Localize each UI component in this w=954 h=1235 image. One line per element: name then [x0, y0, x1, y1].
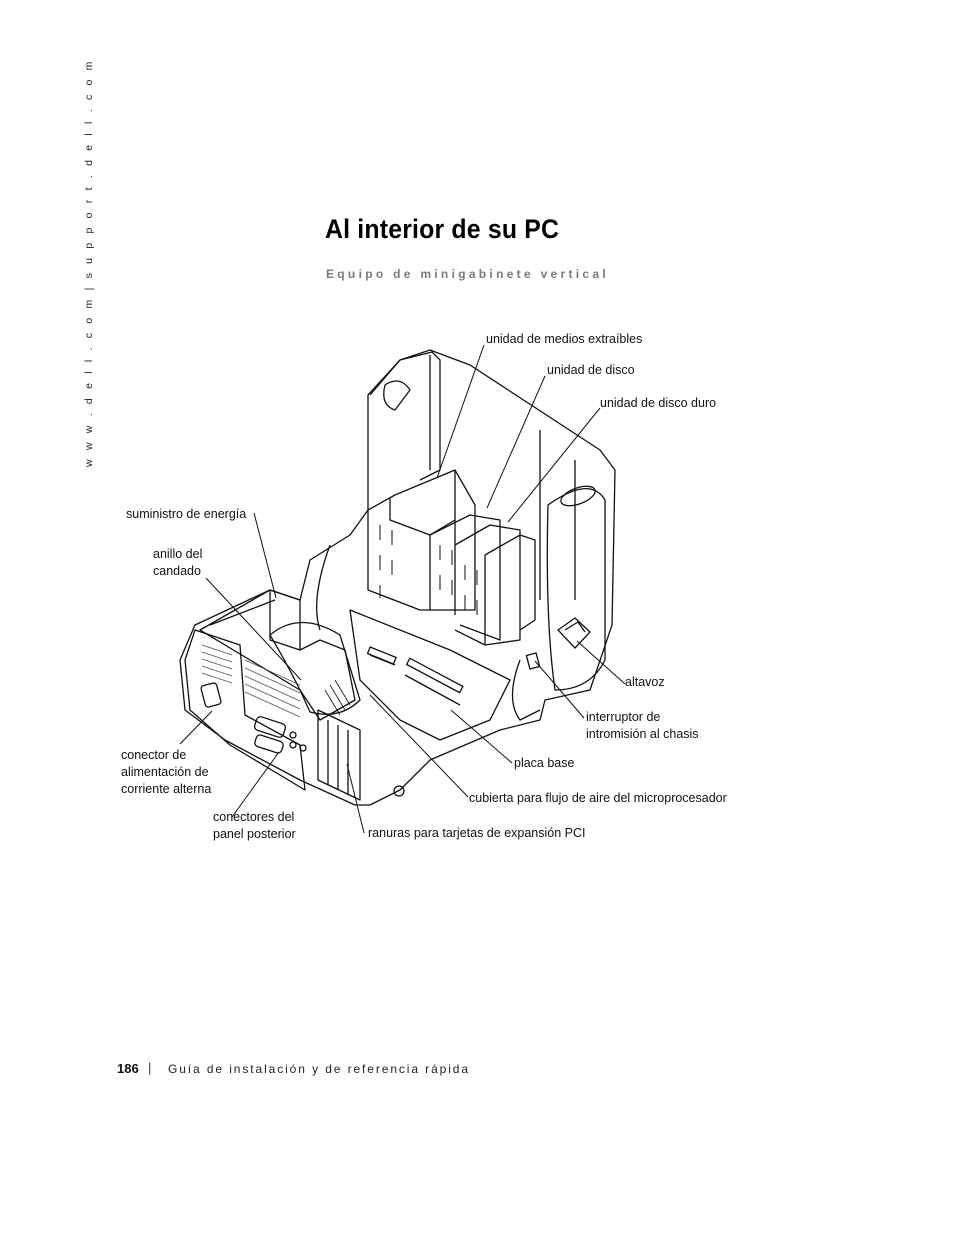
- side-cover: [546, 487, 606, 691]
- leader-system-board: [450, 709, 513, 764]
- label-speaker: altavoz: [625, 675, 665, 689]
- label-ac-connector-line2: alimentación de: [121, 765, 209, 779]
- label-disk-drive: unidad de disco: [547, 363, 635, 377]
- label-pci-slots: ranuras para tarjetas de expansión PCI: [368, 826, 586, 840]
- leader-disk-drive: [486, 375, 546, 509]
- label-padlock-ring-line2: candado: [153, 564, 201, 578]
- leader-hard-drive: [507, 407, 601, 523]
- leader-padlock-ring: [205, 577, 302, 681]
- page-subtitle: Equipo de minigabinete vertical: [326, 267, 610, 281]
- back-panel: [184, 629, 306, 791]
- leader-pci-slots: [346, 763, 365, 834]
- label-intrusion-switch-line1: interruptor de: [586, 710, 661, 724]
- leader-speaker: [576, 640, 626, 685]
- speaker: [557, 617, 591, 649]
- label-back-panel-line2: panel posterior: [213, 827, 296, 841]
- label-power-supply: suministro de energía: [126, 507, 247, 521]
- leader-back-panel: [231, 751, 280, 818]
- label-back-panel-line1: conectores del: [213, 810, 295, 824]
- label-system-board: placa base: [514, 756, 575, 770]
- label-ac-connector-line3: corriente alterna: [121, 782, 212, 796]
- pci-slots: [317, 709, 361, 801]
- footer-separator: |: [148, 1060, 152, 1075]
- system-board: [349, 609, 511, 741]
- label-padlock-ring-line1: anillo del: [153, 547, 203, 561]
- label-intrusion-switch-line2: intromisión al chasis: [586, 727, 699, 741]
- leader-airflow-shroud: [369, 694, 469, 798]
- chassis-shell: [179, 349, 616, 806]
- label-removable-media: unidad de medios extraíbles: [486, 332, 643, 346]
- label-ac-connector-line1: conector de: [121, 748, 187, 762]
- leader-removable-media: [436, 344, 485, 479]
- label-airflow-shroud: cubierta para flujo de aire del micropro…: [469, 791, 727, 805]
- guide-title: Guía de instalación y de referencia rápi…: [168, 1062, 470, 1076]
- label-hard-drive: unidad de disco duro: [600, 396, 717, 410]
- leader-ac-connector: [179, 710, 213, 745]
- airflow-shroud: [269, 622, 361, 715]
- leader-power-supply: [253, 512, 277, 599]
- page-number: 186: [117, 1061, 139, 1076]
- drive-cage: [367, 469, 476, 611]
- page-title: Al interior de su PC: [325, 214, 560, 244]
- leader-intrusion-switch: [534, 660, 585, 719]
